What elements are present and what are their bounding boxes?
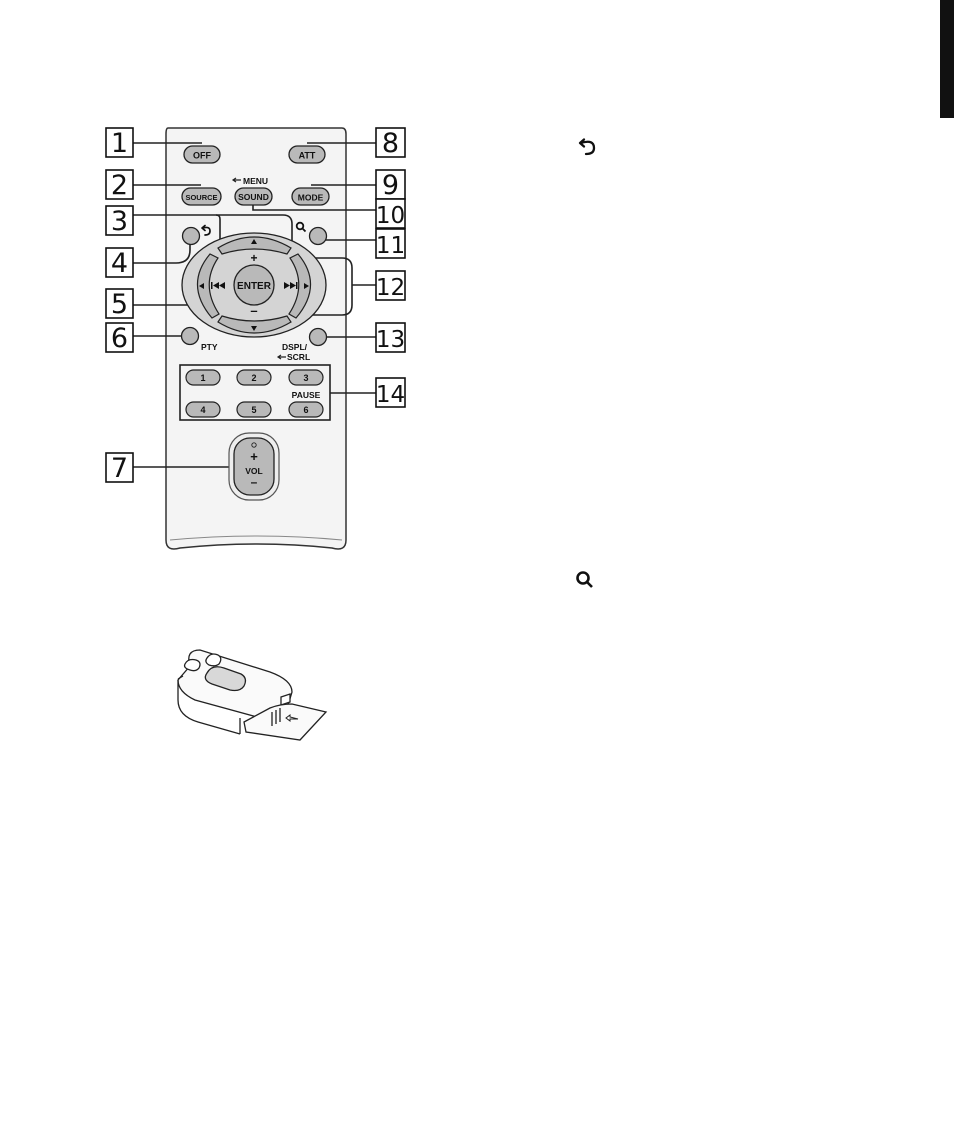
callout-1: 1 (106, 128, 133, 159)
preset-1-button[interactable]: 1 (186, 370, 220, 385)
pty-label: PTY (201, 342, 218, 352)
source-button[interactable]: SOURCE (182, 188, 221, 205)
dspl-label: DSPL/ (282, 342, 308, 352)
svg-text:3: 3 (303, 373, 308, 383)
preset-3-button[interactable]: 3 (289, 370, 323, 385)
battery-tray-illustration (178, 650, 326, 740)
svg-text:12: 12 (376, 275, 405, 301)
svg-text:OFF: OFF (193, 151, 211, 161)
svg-text:2: 2 (111, 170, 128, 201)
callout-8: 8 (376, 128, 405, 159)
pause-label: PAUSE (292, 390, 321, 400)
svg-text:6: 6 (111, 323, 128, 354)
off-button[interactable]: OFF (184, 146, 220, 163)
svg-text:SOURCE: SOURCE (185, 193, 217, 202)
search-button[interactable] (310, 228, 327, 245)
back-button[interactable] (183, 228, 200, 245)
preset-6-button[interactable]: 6 (289, 402, 323, 417)
svg-text:14: 14 (376, 382, 405, 408)
callout-2: 2 (106, 170, 133, 201)
callout-9: 9 (376, 170, 405, 201)
svg-text:3: 3 (111, 206, 128, 237)
back-arrow-icon (580, 140, 594, 155)
svg-text:5: 5 (251, 405, 256, 415)
att-button[interactable]: ATT (289, 146, 325, 163)
enter-button[interactable]: ENTER (234, 265, 274, 305)
callout-13: 13 (376, 323, 405, 353)
preset-2-button[interactable]: 2 (237, 370, 271, 385)
callout-7: 7 (106, 453, 133, 484)
svg-text:9: 9 (382, 170, 399, 201)
search-icon (578, 573, 593, 588)
callout-14: 14 (376, 378, 405, 408)
svg-text:2: 2 (251, 373, 256, 383)
svg-text:4: 4 (200, 405, 205, 415)
svg-text:10: 10 (376, 203, 405, 229)
svg-text:1: 1 (200, 373, 205, 383)
preset-4-button[interactable]: 4 (186, 402, 220, 417)
svg-text:4: 4 (111, 248, 128, 279)
callout-4: 4 (106, 248, 133, 279)
dspl-button[interactable] (310, 329, 327, 346)
svg-text:6: 6 (303, 405, 308, 415)
svg-text:+: + (250, 449, 258, 464)
svg-text:11: 11 (376, 233, 405, 259)
callout-10: 10 (376, 199, 405, 229)
callout-6: 6 (106, 323, 133, 354)
svg-text:13: 13 (376, 327, 405, 353)
callout-12: 12 (376, 271, 405, 301)
svg-text:+: + (250, 251, 257, 265)
svg-text:MENU: MENU (243, 176, 268, 186)
svg-text:ENTER: ENTER (237, 281, 272, 292)
page-edge-bar (940, 0, 954, 118)
svg-text:5: 5 (111, 289, 128, 320)
volume-rocker[interactable]: + VOL – (229, 433, 279, 500)
svg-text:SCRL: SCRL (287, 352, 310, 362)
svg-text:MODE: MODE (298, 193, 324, 203)
sound-button[interactable]: SOUND (235, 188, 272, 205)
svg-text:8: 8 (382, 128, 399, 159)
svg-text:ATT: ATT (299, 151, 316, 161)
preset-5-button[interactable]: 5 (237, 402, 271, 417)
callout-5: 5 (106, 289, 133, 320)
svg-text:–: – (251, 475, 258, 489)
callout-11: 11 (376, 229, 405, 259)
svg-text:7: 7 (111, 453, 128, 484)
mode-button[interactable]: MODE (292, 188, 329, 205)
pty-button[interactable] (182, 328, 199, 345)
svg-text:SOUND: SOUND (238, 192, 269, 202)
callout-3: 3 (106, 206, 133, 237)
svg-text:1: 1 (111, 128, 128, 159)
